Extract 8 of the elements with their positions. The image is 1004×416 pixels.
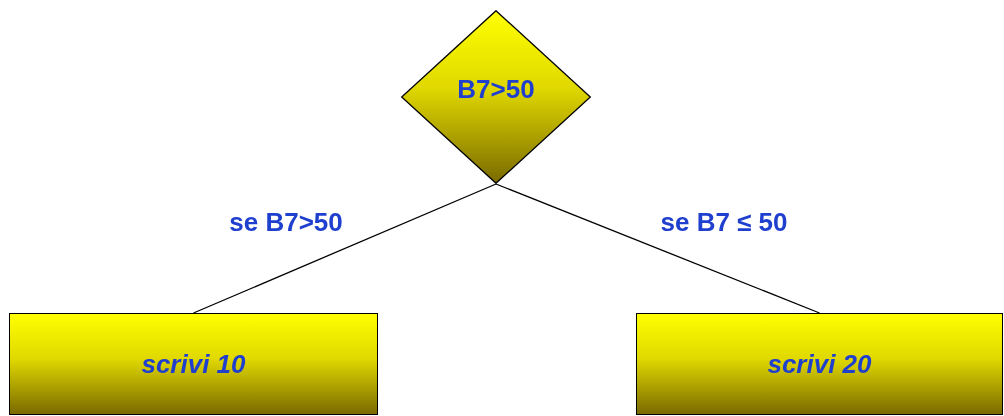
process-box [9, 313, 378, 415]
node-label: B7>50 [457, 73, 535, 105]
connector-line [495, 183, 821, 314]
node-label: scrivi 10 [141, 348, 246, 380]
process-box [636, 313, 1003, 415]
node-label: scrivi 20 [767, 348, 872, 380]
decision-diamond [401, 10, 591, 184]
connector-line [192, 183, 497, 314]
